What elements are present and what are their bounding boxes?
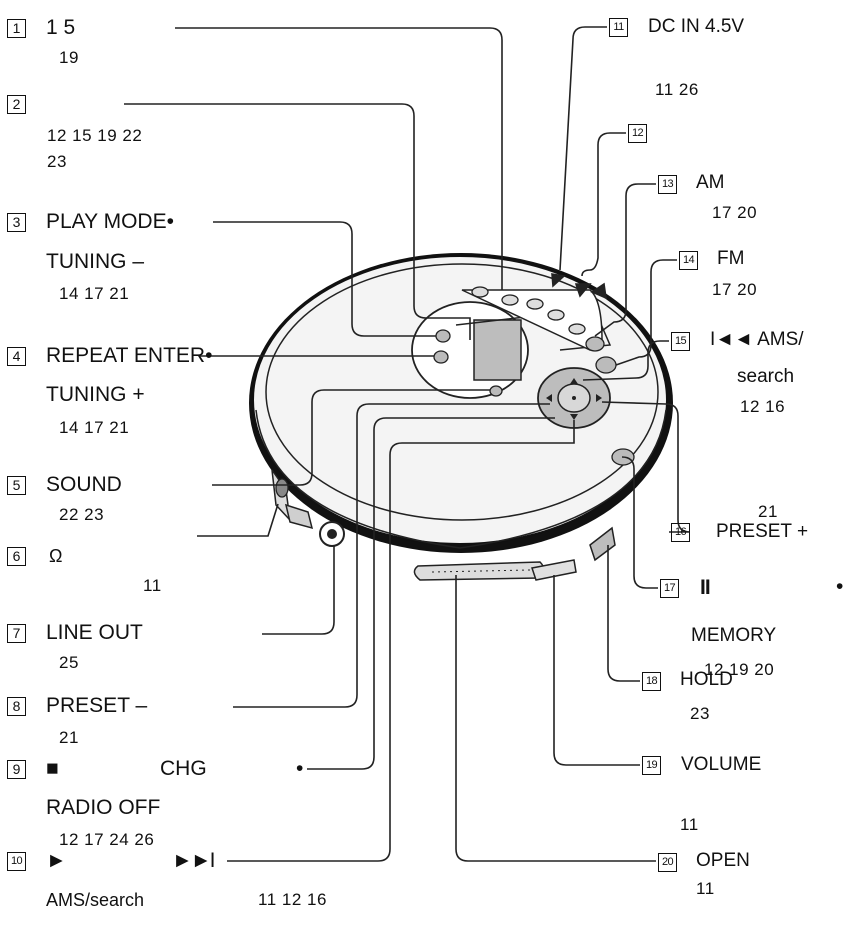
callout-number-7: 7 [7,624,26,643]
label-9-dot: • [296,757,304,780]
callout-number-1: 1 [7,19,26,38]
label-7-pages: 25 [59,653,79,672]
label-15-pages: 12 16 [740,397,786,416]
label-3-pages: 14 17 21 [59,284,130,303]
label-18-pages: 23 [690,704,710,723]
callout-number-15: 15 [671,332,690,351]
play-icon: ► [46,849,67,872]
callout-number-6: 6 [7,547,26,566]
callout-number-3: 3 [7,213,26,232]
headphones-icon: Ω [49,546,63,566]
label-9-title-b: CHG [160,757,207,780]
label-17-pages: 12 19 20 [704,660,775,679]
callout-number-11: 11 [609,18,628,37]
label-18-title: HOLD [680,669,733,690]
label-16-pages: 21 [758,502,778,521]
label-1-pages: 19 [59,48,79,67]
label-14-pages: 17 20 [712,280,758,299]
label-4-pages: 14 17 21 [59,418,130,437]
label-2-pages-line2: 23 [47,152,67,171]
label-3-title: PLAY MODE• [46,210,174,233]
label-13-pages: 17 20 [712,203,758,222]
label-19-pages: 11 [680,815,699,834]
label-8-pages: 21 [59,728,79,747]
label-8-title: PRESET – [46,694,148,717]
label-5-title: SOUND [46,473,122,496]
label-15-sub: search [737,366,795,387]
label-6-pages: 11 [143,576,162,595]
next-track-icon: ►►I [172,849,215,872]
stop-icon: ■ [46,757,59,780]
callout-number-16: 16 [671,523,690,542]
callout-number-12: 12 [628,124,647,143]
label-10-sub: AMS/search [46,890,145,910]
label-19-title: VOLUME [681,754,762,775]
callout-number-14: 14 [679,251,698,270]
label-5-pages: 22 23 [59,505,105,524]
label-9-sub: RADIO OFF [46,796,161,819]
label-11-title: DC IN 4.5V [648,16,745,37]
label-3-sub: TUNING – [46,250,145,273]
leader-lines [124,26,691,862]
label-7-title: LINE OUT [46,621,143,644]
label-17-sub: MEMORY [691,625,777,646]
callout-number-4: 4 [7,347,26,366]
label-9-pages: 12 17 24 26 [59,830,155,849]
callout-number-5: 5 [7,476,26,495]
label-20-title: OPEN [696,850,750,871]
pause-icon: II [700,576,711,599]
label-1-title: 1 5 [46,16,76,39]
callout-number-13: 13 [658,175,677,194]
front-jacks [271,469,616,581]
label-14-title: FM [717,248,745,269]
callout-number-17: 17 [660,579,679,598]
callout-number-20: 20 [658,853,677,872]
label-4-sub: TUNING + [46,383,145,406]
callout-number-8: 8 [7,697,26,716]
display-panel [411,301,612,399]
label-11-pages: 11 26 [655,80,699,99]
label-15-title: I◄◄ AMS/ [710,329,804,350]
label-2-pages-line1: 12 15 19 22 [47,126,143,145]
label-4-title: REPEAT ENTER• [46,344,213,367]
label-20-pages: 11 [696,879,715,898]
jog-dial [537,367,611,429]
callout-number-2: 2 [7,95,26,114]
label-13-title: AM [696,172,725,193]
callout-number-19: 19 [642,756,661,775]
label-10-pages: 11 12 16 [258,890,327,909]
callout-number-18: 18 [642,672,661,691]
label-17-dot: • [836,575,844,598]
callout-number-9: 9 [7,760,26,779]
callout-number-10: 10 [7,852,26,871]
label-16-title: PRESET + [716,521,809,542]
